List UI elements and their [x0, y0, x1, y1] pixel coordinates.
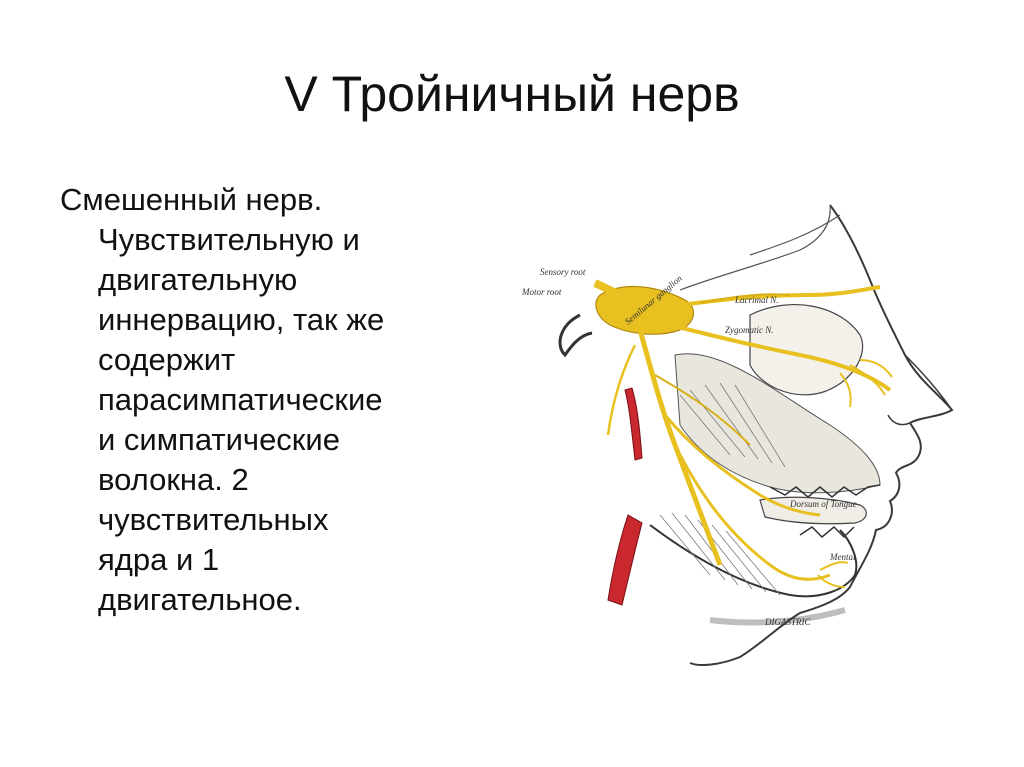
buccal-nerve: [654, 374, 751, 446]
skull-outline: [679, 204, 841, 291]
body-line: двигательную: [98, 262, 298, 297]
body-line: Чувствительную и: [98, 222, 360, 257]
maxilla-area: [674, 353, 881, 494]
body-text: Смешенный нерв. Чувствительную и двигате…: [60, 180, 500, 620]
trigeminal-nerve-illustration: Sensory root Motor root Semilunar gangli…: [500, 195, 970, 670]
label-sensory-root: Sensory root: [540, 267, 586, 277]
maxillary-artery: [624, 387, 643, 461]
ear-hook: [558, 313, 593, 358]
mandible-outline: [649, 524, 858, 598]
digastric-muscle: [709, 607, 846, 626]
body-line: чувствительных: [98, 502, 329, 537]
inferior-alveolar-nerve: [673, 444, 831, 581]
ophthalmic-nerve: [679, 285, 881, 307]
infraorbital-branches: [839, 359, 893, 408]
body-line: ядра и 1: [98, 542, 220, 577]
orbit-outline: [749, 304, 864, 396]
body-line: содержит: [98, 342, 236, 377]
auriculotemporal-nerve: [606, 344, 637, 436]
label-mental: Mental: [829, 552, 856, 562]
mental-branches: [817, 561, 849, 588]
muscle-hatching: [659, 382, 786, 596]
body-line: парасимпатические: [98, 382, 383, 417]
body-line: иннервацию, так же: [98, 302, 385, 337]
sensory-root-nerve: [593, 279, 632, 304]
carotid-artery: [607, 514, 643, 606]
label-lacrimal: Lacrimal N.: [734, 295, 779, 305]
body-line: двигательное.: [98, 582, 302, 617]
lingual-nerve: [663, 414, 821, 517]
label-dorsum-tongue: Dorsum of Tongue: [789, 499, 857, 509]
tongue-shape: [759, 496, 867, 525]
label-zygomatic: Zygomatic N.: [725, 325, 774, 335]
face-profile-outline: [689, 204, 954, 666]
anatomy-svg: Sensory root Motor root Semilunar gangli…: [521, 204, 954, 666]
label-motor-root: Motor root: [521, 287, 562, 297]
body-line: Смешенный нерв.: [60, 182, 323, 217]
slide-title: V Тройничный нерв: [284, 66, 740, 122]
label-digastric: DIGASTRIC: [764, 617, 811, 627]
lower-teeth: [799, 525, 855, 539]
body-line: и симпатические: [98, 422, 340, 457]
nose-outline: [887, 354, 953, 426]
body-line: волокна. 2: [98, 462, 249, 497]
lacrimal-nerve: [699, 293, 791, 304]
upper-teeth: [769, 484, 881, 498]
